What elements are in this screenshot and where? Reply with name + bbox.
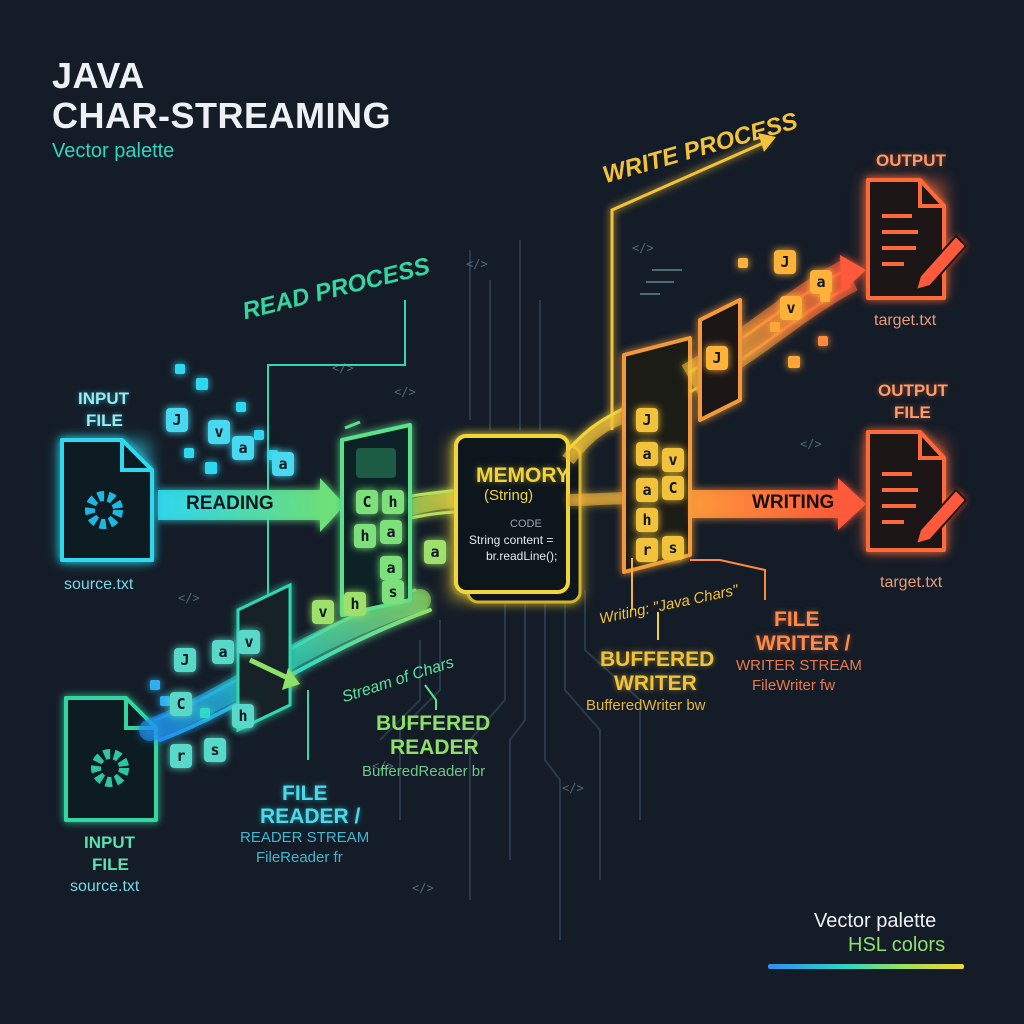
footer-line-1: Vector palette (814, 910, 937, 932)
reading-label: READING (186, 493, 274, 514)
char-chip-writer-panel-1: a (636, 442, 658, 466)
char-chip-input-cluster-3: a (272, 452, 294, 476)
input-file-bottom-icon (64, 696, 158, 822)
code-tag-6: </> (800, 437, 822, 451)
code-tag-8: </> (412, 881, 434, 895)
char-chip-output-flow-2: v (780, 296, 802, 320)
code-tag-5: </> (632, 241, 654, 255)
char-chip-reader-panel-5: s (382, 580, 404, 604)
char-chip-writer-panel-0: J (636, 408, 658, 432)
memory-code-line-1: String content = (469, 533, 554, 547)
char-chip-reader-panel-2: h (354, 524, 376, 548)
char-chip-bottom-cluster-5: r (170, 744, 192, 768)
char-chip-output-flow-3: J (706, 346, 728, 370)
char-chip-bottom-cluster-6: s (204, 738, 226, 762)
char-chip-input-cluster-0: J (166, 408, 188, 432)
write-process-arrowhead (758, 133, 776, 152)
subtitle: Vector palette (52, 140, 175, 162)
output-top-filename: target.txt (874, 312, 937, 329)
char-chip-reader-panel-1: h (382, 490, 404, 514)
char-chip-writer-panel-3: a (636, 478, 658, 502)
label-connectors (307, 558, 766, 760)
code-tag-2: </> (332, 361, 354, 375)
char-chip-output-flow-1: a (810, 270, 832, 294)
file-reader-line-1: FILE (282, 782, 328, 805)
footer-line-2: HSL colors (848, 934, 946, 956)
char-chip-reader-panel-0: C (356, 490, 378, 514)
title-line-1: JAVA (52, 55, 145, 96)
file-reader-line-2: READER / (260, 805, 361, 828)
char-chip-writer-panel-6: r (636, 538, 658, 562)
input-file-bottom-label-2: FILE (92, 855, 129, 874)
buffered-reader-code: BufferedReader br (362, 763, 486, 780)
file-writer-code: FileWriter fw (752, 677, 836, 694)
file-writer-line-2: WRITER / (756, 632, 851, 655)
code-tag-9: </> (372, 759, 394, 773)
char-chip-bottom-cluster-4: h (232, 704, 254, 728)
input-file-top-label-1: INPUT (78, 389, 129, 408)
char-chip-bottom-cluster-1: a (212, 640, 234, 664)
memory-box (454, 434, 582, 604)
code-tag-3: </> (394, 385, 416, 399)
buffered-reader-line-2: READER (390, 736, 479, 759)
char-chip-writer-panel-2: v (662, 448, 684, 472)
buffered-writer-line-2: WRITER (614, 672, 697, 695)
file-writer-line-1: FILE (774, 608, 820, 631)
read-process-bracket (267, 300, 406, 600)
title-line-2: CHAR-STREAMING (52, 95, 391, 136)
char-chip-reader-panel-3: a (380, 520, 402, 544)
file-writer-line-3: WRITER STREAM (736, 657, 862, 674)
char-chip-reader-flow-2: a (424, 540, 446, 564)
char-chip-reader-panel-4: a (380, 556, 402, 580)
char-chip-writer-panel-5: h (636, 508, 658, 532)
code-dash-decorations (640, 269, 682, 295)
char-chip-writer-panel-4: C (662, 476, 684, 500)
write-process-arrow (610, 138, 771, 430)
input-file-top-filename: source.txt (64, 576, 134, 593)
char-chip-reader-flow-1: h (344, 592, 366, 616)
code-tag-4: </> (178, 591, 200, 605)
buffered-writer-code: BufferedWriter bw (586, 697, 706, 714)
input-file-top-icon (60, 438, 154, 562)
buffered-reader-line-1: BUFFERED (376, 712, 491, 735)
memory-title: MEMORY (476, 464, 570, 487)
file-reader-code: FileReader fr (256, 849, 343, 866)
memory-code-label: CODE (510, 518, 542, 530)
output-file-bottom-icon (866, 430, 968, 552)
memory-subtitle: (String) (484, 487, 534, 504)
reading-arrow (158, 478, 345, 532)
char-chip-bottom-cluster-2: v (238, 630, 260, 654)
char-chip-reader-flow-0: v (312, 600, 334, 624)
buffered-writer-line-1: BUFFERED (600, 648, 715, 671)
char-chip-output-flow-0: J (774, 250, 796, 274)
output-bottom-filename: target.txt (880, 574, 943, 591)
input-file-bottom-filename: source.txt (70, 878, 140, 895)
memory-code-line-2: br.readLine(); (486, 549, 558, 563)
code-tag-1: </> (466, 257, 488, 271)
input-file-bottom-label-1: INPUT (84, 833, 135, 852)
writing-label: WRITING (752, 492, 835, 513)
output-bottom-label-2: FILE (894, 403, 931, 422)
char-chip-input-cluster-1: v (208, 420, 230, 444)
writing-arrow (692, 478, 866, 530)
footer-gradient-bar (768, 964, 964, 969)
output-top-label: OUTPUT (876, 151, 946, 170)
file-reader-panel (236, 582, 300, 733)
char-chip-bottom-cluster-0: J (174, 648, 196, 672)
char-chip-input-cluster-2: a (232, 436, 254, 460)
char-chip-bottom-cluster-3: C (170, 692, 192, 716)
output-file-top-icon (866, 178, 968, 300)
circuit-lines (379, 240, 641, 940)
output-bottom-label-1: OUTPUT (878, 381, 948, 400)
code-tag-7: </> (562, 781, 584, 795)
input-file-top-label-2: FILE (86, 411, 123, 430)
file-reader-line-3: READER STREAM (240, 829, 370, 846)
char-chip-writer-panel-7: s (662, 536, 684, 560)
